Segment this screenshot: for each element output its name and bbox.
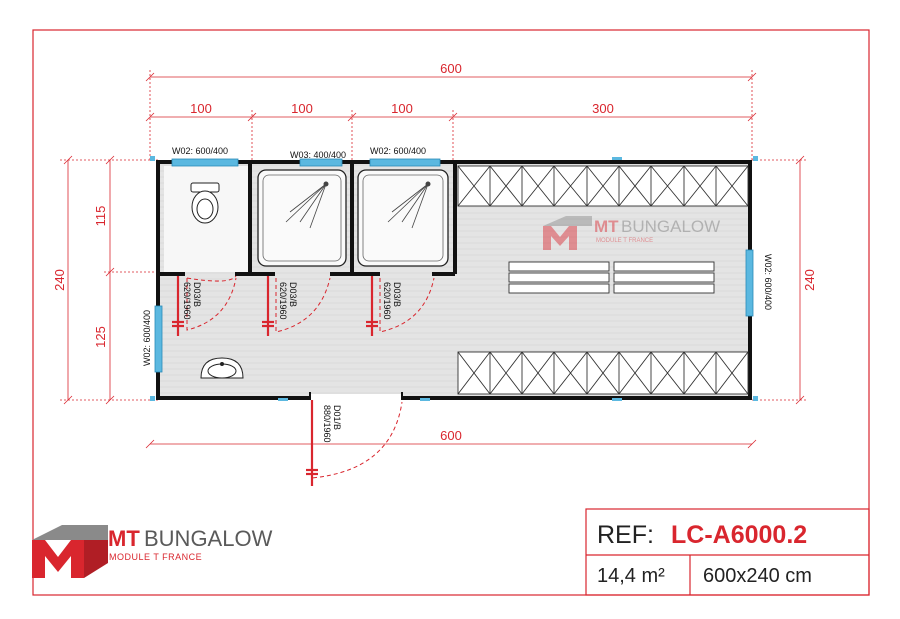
door-label-b1: D03/B <box>288 282 298 307</box>
entry-door-label-2: 880/1960 <box>322 405 332 443</box>
toilet-icon <box>190 182 220 224</box>
window-label-3: W02: 600/400 <box>370 146 426 156</box>
brand-name-bungalow: BUNGALOW <box>144 526 273 551</box>
shower-tray-2 <box>357 169 449 267</box>
door-label-c1: D03/B <box>392 282 402 307</box>
svg-text:MODULE T FRANCE: MODULE T FRANCE <box>596 238 653 244</box>
dim-segment-2: 100 <box>291 101 313 116</box>
dim-left-upper: 115 <box>93 206 108 227</box>
washbasin-icon <box>200 357 244 379</box>
watermark-logo: MT BUNGALOW MODULE T FRANCE <box>543 216 720 250</box>
dim-left-total: 240 <box>52 269 67 291</box>
door-label-c2: 620/1960 <box>382 282 392 320</box>
brand-logo <box>32 525 108 578</box>
title-block <box>585 508 870 596</box>
entry-door-gap <box>310 394 402 402</box>
door-label-a2: 620/1960 <box>182 282 192 320</box>
size-value: 600x240 cm <box>703 565 812 587</box>
dim-segment-4: 300 <box>592 101 614 116</box>
dim-left-lower: 125 <box>93 326 108 348</box>
svg-text:BUNGALOW: BUNGALOW <box>621 217 720 236</box>
window-corner-marks <box>150 156 758 401</box>
sheet-frame <box>32 29 870 596</box>
bench-left <box>508 261 610 294</box>
dim-total-top: 600 <box>440 61 462 76</box>
ref-value: LC-A6000.2 <box>671 521 807 549</box>
shower-tray-1 <box>257 169 347 267</box>
dim-total-bottom: 600 <box>440 428 462 443</box>
svg-text:MT: MT <box>594 217 619 236</box>
window-label-2: W03: 400/400 <box>290 150 346 160</box>
area-value: 14,4 m² <box>597 565 665 587</box>
door-label-a1: D03/B <box>192 282 202 307</box>
brand-name-mt: MT <box>108 526 140 551</box>
windows <box>154 158 754 373</box>
window-label-left: W02: 600/400 <box>142 310 152 366</box>
entry-door-label-1: D01/B <box>332 405 342 430</box>
window-label-1: W02: 600/400 <box>172 146 228 156</box>
ref-label: REF: <box>597 521 654 549</box>
door-swings <box>186 275 435 479</box>
locker-row-top <box>457 165 749 207</box>
dimension-lines <box>60 70 808 449</box>
bench-right <box>613 261 715 294</box>
locker-row-bottom <box>457 351 749 395</box>
dim-segment-1: 100 <box>190 101 212 116</box>
dim-right-total: 240 <box>802 269 817 291</box>
brand-subtitle: MODULE T FRANCE <box>109 552 202 562</box>
window-label-right: W02: 600/400 <box>763 254 773 310</box>
dim-segment-3: 100 <box>391 101 413 116</box>
door-arrows <box>172 276 378 486</box>
door-label-b2: 620/1960 <box>278 282 288 320</box>
